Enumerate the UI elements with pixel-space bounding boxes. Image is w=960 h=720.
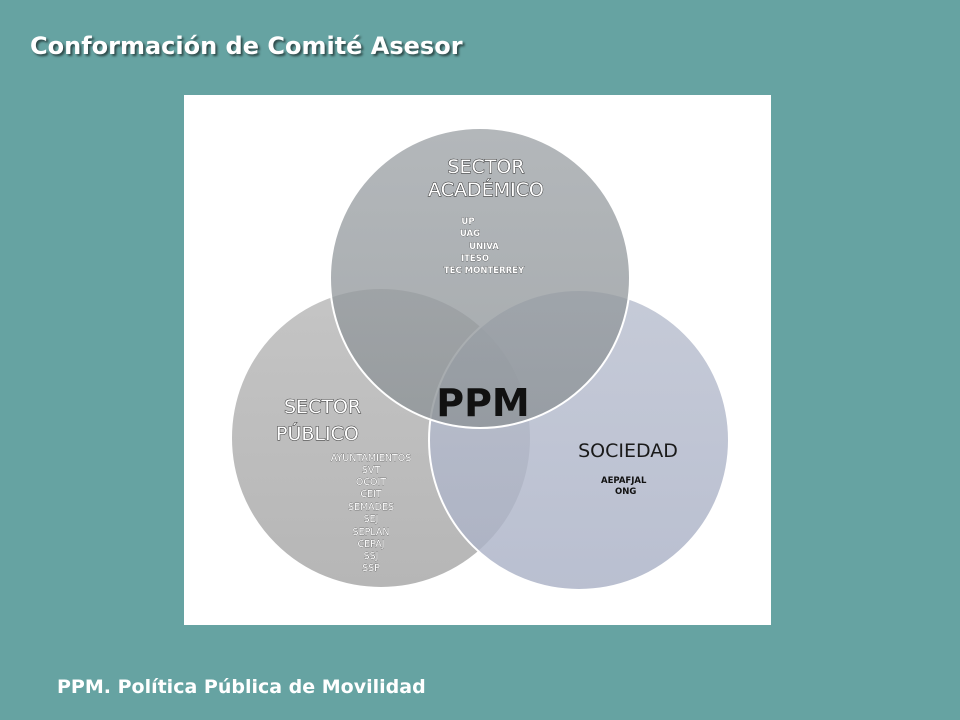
sector-publico-title-line-2: PÚBLICO	[276, 421, 359, 445]
footer-note: PPM. Política Pública de Movilidad	[57, 676, 426, 698]
sector-academico-title-line-2: ACADÉMICO	[428, 178, 544, 201]
academico-member: TEC MONTERREY	[444, 266, 525, 276]
sector-publico-title-line-1: SECTOR	[284, 396, 361, 418]
publico-member: SEPLAN	[353, 527, 390, 538]
sociedad-member: ONG	[615, 487, 636, 497]
publico-member: CEIT	[360, 489, 381, 500]
publico-member: AYUNTAMIENTOS	[331, 453, 412, 464]
academico-member: UP	[461, 217, 474, 227]
publico-member: SEJ	[364, 514, 379, 525]
publico-member: SSJ	[364, 551, 379, 562]
academico-member: UAG	[460, 229, 480, 239]
slide-title: Conformación de Comité Asesor	[30, 32, 463, 60]
sociedad-member: AEPAFJAL	[601, 476, 647, 486]
venn-diagram-panel: SECTOR ACADÉMICO UP UAG UNIVA ITESO TEC …	[184, 95, 771, 625]
sociedad-title: SOCIEDAD	[578, 440, 678, 462]
center-label-ppm: PPM	[436, 381, 530, 425]
publico-member: SVT	[362, 465, 381, 476]
publico-member: OCOIT	[356, 477, 386, 488]
publico-member: CEPAJ	[357, 539, 384, 550]
academico-member: UNIVA	[469, 242, 499, 252]
publico-member: SEMADES	[348, 502, 394, 513]
sector-academico-title-line-1: SECTOR	[447, 156, 524, 178]
venn-diagram: SECTOR ACADÉMICO UP UAG UNIVA ITESO TEC …	[230, 127, 730, 591]
circle-sector-academico	[329, 127, 631, 429]
publico-member: SSP	[362, 563, 380, 574]
academico-member: ITESO	[461, 254, 489, 264]
